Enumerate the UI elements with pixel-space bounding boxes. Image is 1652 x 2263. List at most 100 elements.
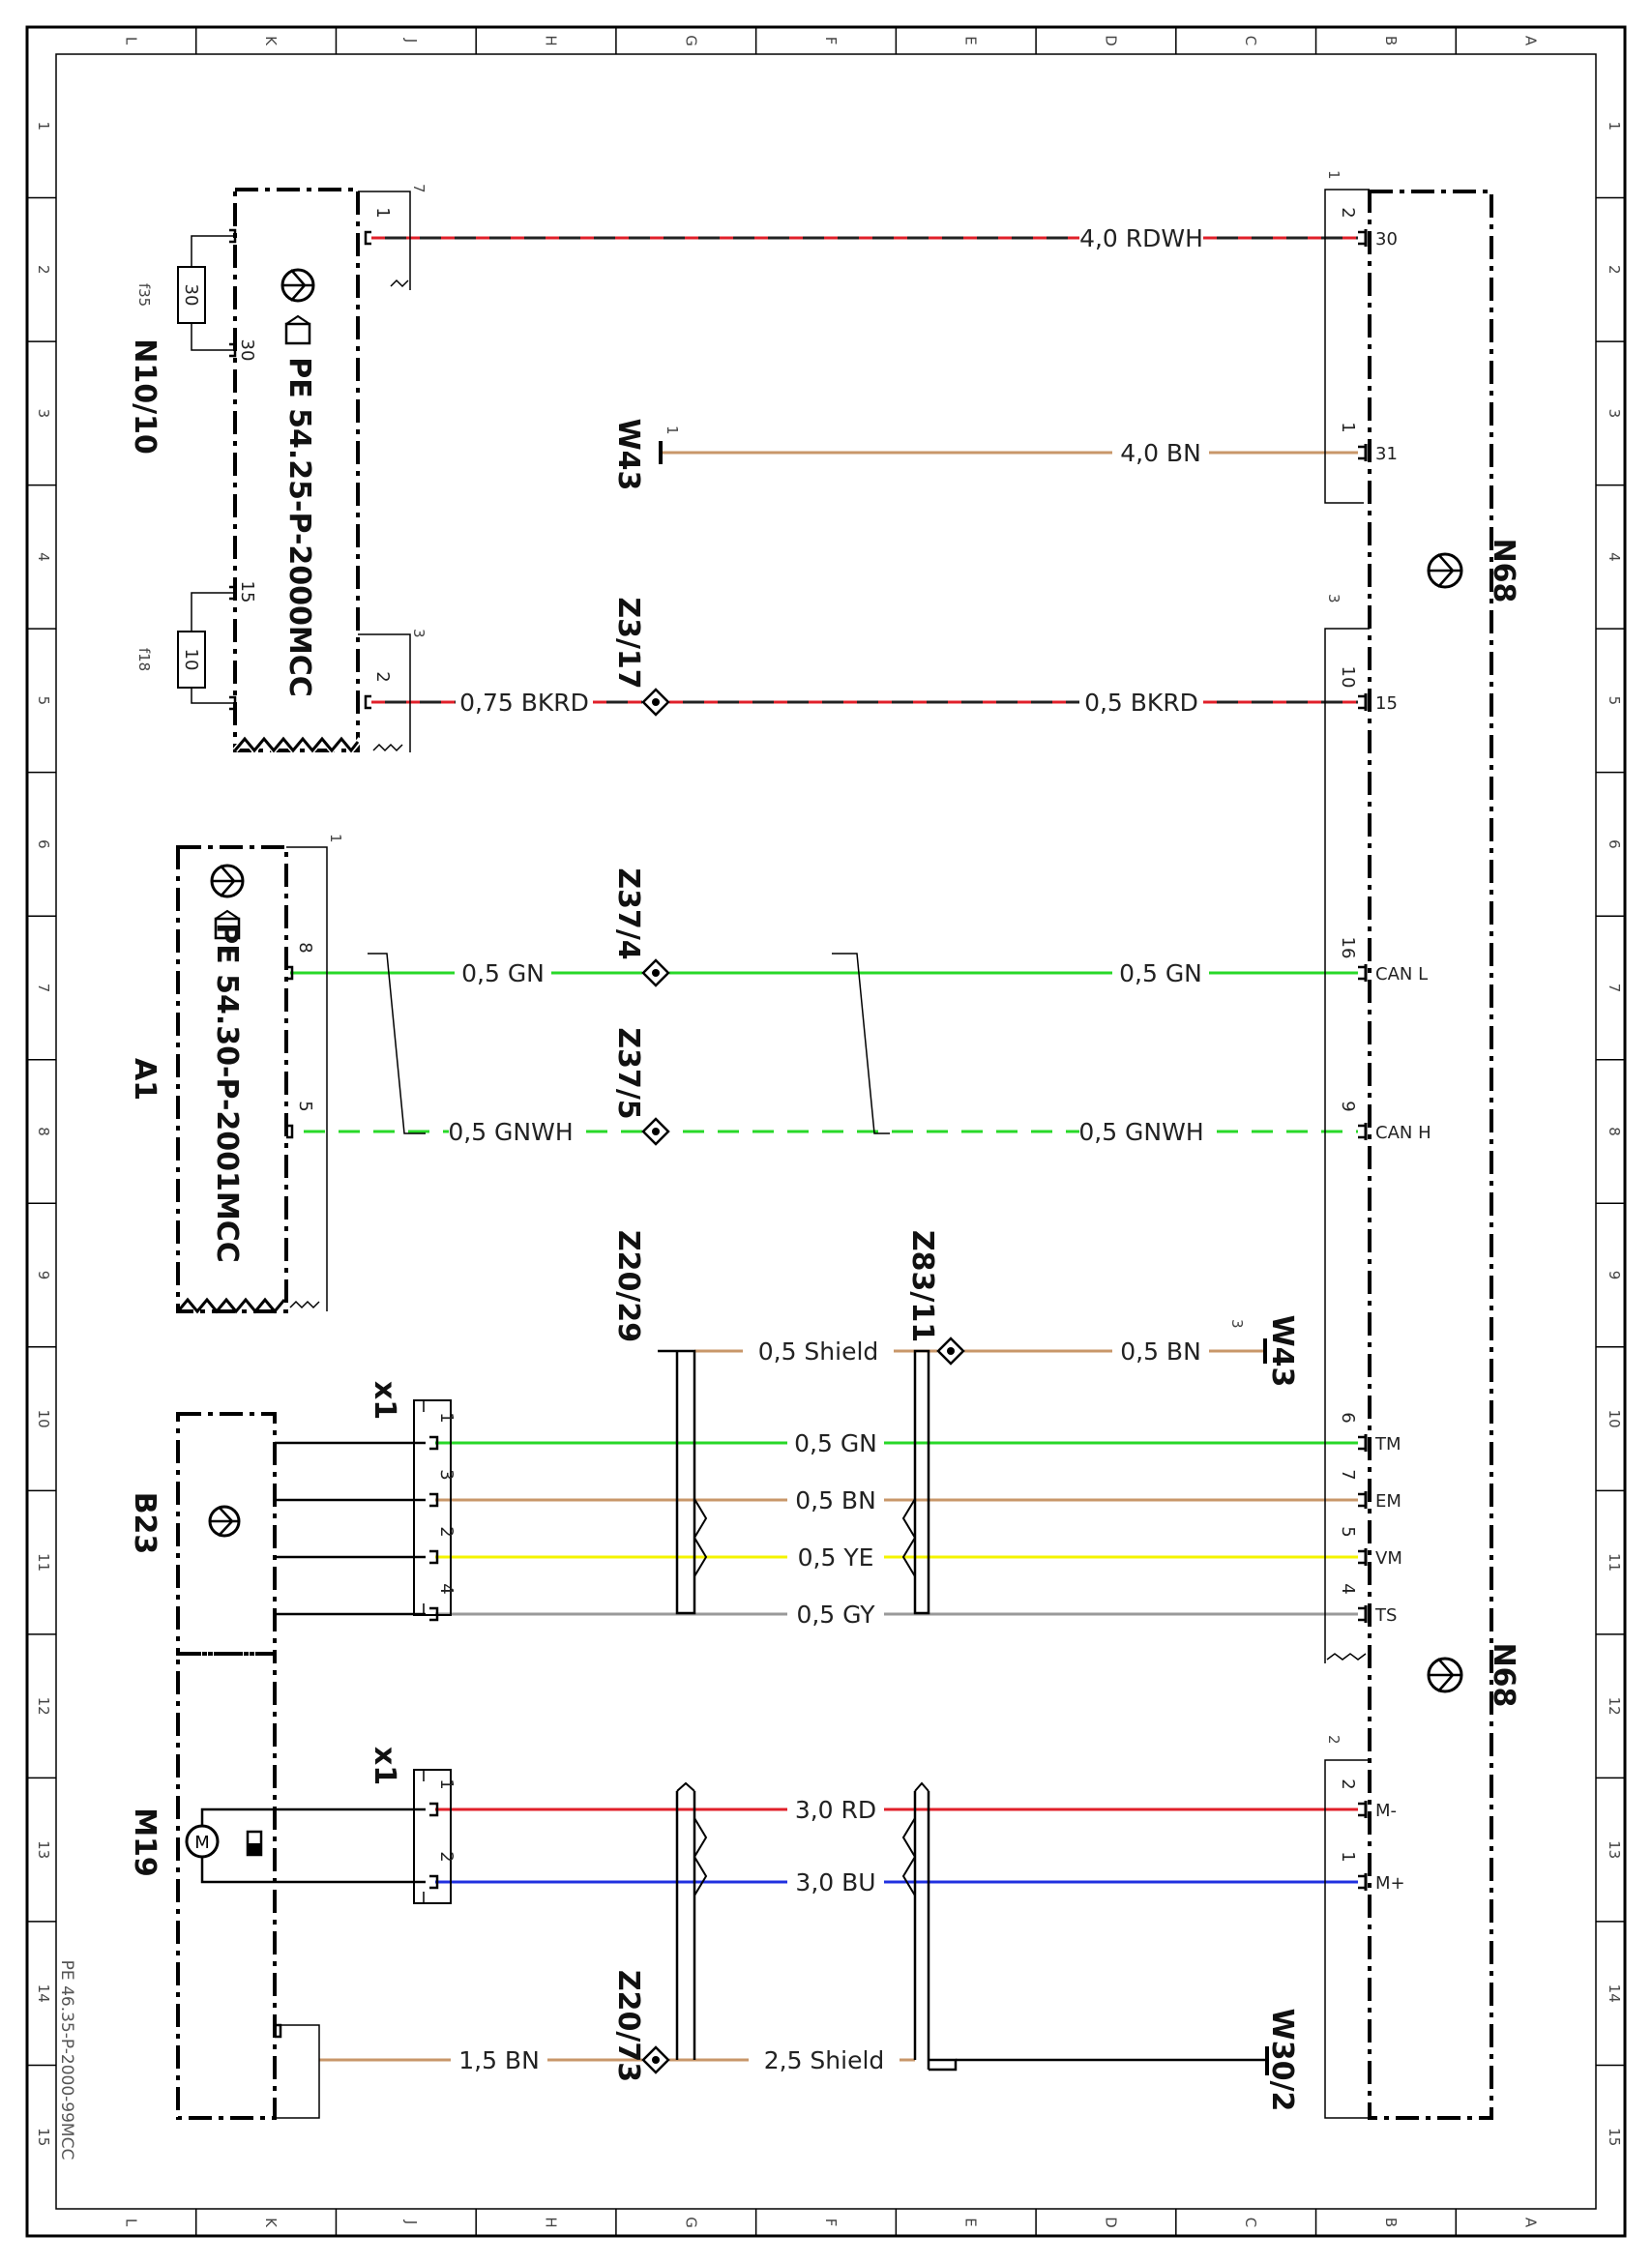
n68-connector-1: 1 (1325, 170, 1342, 180)
grid-row-label-right: 6 (1606, 839, 1623, 849)
n68-pin-number: 9 (1338, 1101, 1358, 1111)
n68-pin-number: 2 (1338, 207, 1358, 218)
wire-label: 3,0 BU (795, 1868, 875, 1896)
wire-label: 4,0 RDWH (1079, 224, 1203, 252)
grid-column-label-bottom: G (682, 2217, 699, 2228)
wire-em (429, 1491, 1368, 1509)
grid-row-label-right: 5 (1606, 696, 1623, 706)
fuse-f18-terminal: 15 (237, 581, 257, 603)
grid-row-label-left: 6 (35, 839, 52, 849)
a1-connector-1: 1 (327, 834, 344, 843)
grid-row-label-right: 12 (1606, 1697, 1623, 1716)
hand-pointer-icon (214, 909, 241, 940)
splice-z83-11: Z83/11 (905, 1230, 939, 1342)
a1-box (176, 845, 288, 1313)
n10-label: N10/10 (128, 338, 162, 455)
wire-label: 0,5 GNWH (448, 1118, 573, 1146)
left-pin-number: 3 (436, 1469, 457, 1480)
shield-sleeve-motor-right (913, 1791, 930, 2070)
w43-top-pin: 1 (664, 426, 681, 435)
splice-z3-17: Z3/17 (611, 597, 645, 689)
wire-label: 0,5 BN (795, 1486, 876, 1514)
grid-row-label-right: 15 (1606, 2128, 1623, 2146)
n68-terminal: M- (1375, 1801, 1397, 1821)
motor-icon: M (185, 1824, 220, 1859)
splice-z20-29: Z20/29 (611, 1230, 645, 1342)
grid-row-label-right: 1 (1606, 121, 1623, 131)
left-pin-number: 5 (295, 1101, 315, 1111)
n68-connector-3: 3 (1325, 594, 1342, 603)
document-reference: PE 46.35-P-2000-99MCC (57, 1960, 76, 2160)
fuse-f18 (177, 631, 206, 689)
n68-pin-number: 1 (1338, 422, 1358, 432)
x1-b23-label: x1 (368, 1381, 401, 1420)
grid-row-label-left: 15 (35, 2128, 52, 2146)
grid-column-label-top: L (122, 37, 139, 45)
grid-column-label-bottom: H (543, 2217, 560, 2227)
n68-pin-number: 1 (1338, 1851, 1358, 1862)
wire-label: 0,5 YE (798, 1543, 874, 1572)
ground-w30-2: W30/2 (1265, 2009, 1299, 2112)
wire-shield1 (694, 1337, 1263, 1366)
n68-connector-2: 2 (1325, 1735, 1342, 1745)
wire-label: 4,0 BN (1120, 439, 1201, 467)
left-pin-number: 1 (436, 1778, 457, 1789)
n68-pin-number: 10 (1338, 666, 1358, 689)
wire-shield2 (319, 2045, 915, 2074)
splice-z20-73: Z20/73 (611, 1970, 645, 2082)
hand-pointer-icon (284, 314, 311, 345)
grid-row-label-right: 8 (1606, 1127, 1623, 1136)
x1-connector-b23 (413, 1399, 452, 1616)
grid-row-label-left: 7 (35, 984, 52, 993)
x1-m19-label: x1 (368, 1747, 401, 1785)
grid-row-label-left: 3 (35, 409, 52, 419)
grid-row-label-left: 4 (35, 552, 52, 562)
grid-row-label-left: 13 (35, 1840, 52, 1859)
left-pin-number: 2 (372, 671, 393, 682)
grid-column-label-top: F (822, 37, 840, 45)
grid-column-label-top: E (962, 36, 980, 44)
ground-w43-top: W43 (611, 419, 645, 491)
n68-terminal: EM (1375, 1491, 1401, 1512)
grid-row-label-right: 10 (1606, 1410, 1623, 1428)
m19-label: M19 (128, 1807, 162, 1877)
inner-frame (55, 53, 1597, 2210)
grid-row-label-left: 1 (35, 121, 52, 131)
outer-frame (25, 25, 1627, 2238)
wire-label: 0,5 GN (794, 1429, 877, 1457)
wire-w31 (661, 444, 1368, 461)
fuse-f35-rating: 30 (181, 284, 201, 307)
grid-row-label-left: 12 (35, 1697, 52, 1716)
left-pin-number: 2 (436, 1526, 457, 1537)
n68-pin-number: 6 (1338, 1412, 1358, 1423)
grid-row-label-right: 7 (1606, 984, 1623, 993)
grid-row-label-right: 14 (1606, 1984, 1623, 2003)
wire-label: 0,5 Shield (758, 1337, 879, 1366)
ground-w43-bottom: W43 (1265, 1315, 1299, 1388)
n68-terminal: CAN H (1375, 1123, 1431, 1143)
wire-label: 0,5 GN (461, 959, 545, 987)
b23-box (176, 1412, 277, 1656)
b23-label: B23 (128, 1492, 162, 1555)
shield-sleeve-left (658, 1349, 696, 1615)
grid-column-label-top: B (1382, 36, 1400, 45)
fuse-f18-name: f18 (135, 648, 153, 671)
grid-row-label-right: 2 (1606, 265, 1623, 275)
n68-pin-number: 5 (1338, 1526, 1358, 1537)
shield-sleeve-right (913, 1349, 930, 1615)
grid-column-label-bottom: K (262, 2218, 280, 2228)
grid-row-label-left: 11 (35, 1553, 52, 1572)
splice-z37-5: Z37/5 (611, 1027, 645, 1119)
wire-label: 0,5 BN (1120, 1337, 1201, 1366)
n68-terminal: VM (1375, 1548, 1402, 1569)
motor-symbol: M (194, 1833, 210, 1853)
n68-box (1368, 190, 1493, 2120)
left-pin-number: 1 (436, 1412, 457, 1423)
grid-row-label-left: 2 (35, 265, 52, 275)
grid-column-label-top: A (1522, 36, 1540, 46)
grid-column-label-top: G (682, 35, 699, 46)
n68-label-top: N68 (1487, 539, 1520, 603)
left-pin-number: 1 (372, 207, 393, 218)
n68-terminal: 15 (1375, 693, 1398, 714)
